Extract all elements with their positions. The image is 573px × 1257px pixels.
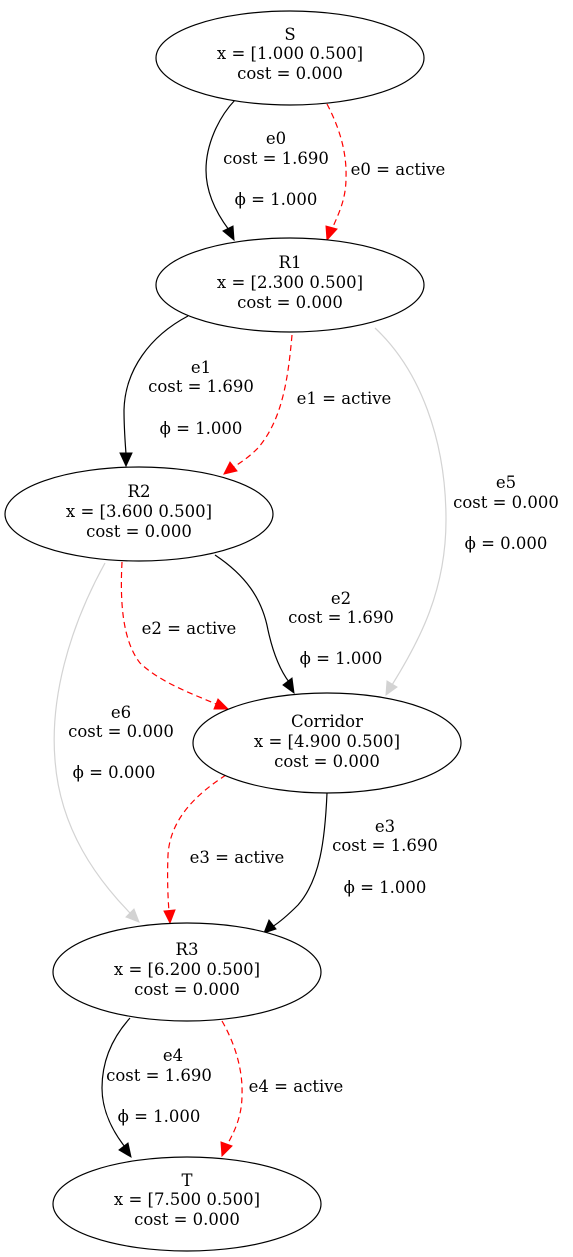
node-r3: R3 x = [6.200 0.500] cost = 0.000 — [52, 922, 322, 1022]
edge-label-e4: e4 cost = 1.690 ϕ = 1.000 — [106, 1046, 212, 1126]
node-x: x = [4.900 0.500] — [254, 732, 400, 751]
edge-name: e1 — [191, 358, 211, 377]
node-cost: cost = 0.000 — [134, 980, 240, 999]
node-title: T — [181, 1171, 192, 1190]
edge-cost: cost = 0.000 — [453, 493, 559, 512]
edge-e2-active — [120, 561, 230, 710]
edge-active-label: e3 = active — [190, 848, 285, 867]
edge-cost: cost = 0.000 — [68, 722, 174, 741]
edge-e5 — [374, 327, 447, 697]
node-r1: R1 x = [2.300 0.500] cost = 0.000 — [155, 237, 425, 333]
edge-name: e6 — [111, 703, 131, 722]
node-cost: cost = 0.000 — [274, 752, 380, 771]
edge-label-e2: e2 cost = 1.690 ϕ = 1.000 — [288, 589, 394, 668]
edge-phi: ϕ = 1.000 — [160, 419, 243, 438]
edge-e1 — [119, 315, 189, 468]
node-t: T x = [7.500 0.500] cost = 0.000 — [52, 1156, 322, 1252]
edge-cost: cost = 1.690 — [332, 836, 438, 855]
node-title: Corridor — [291, 712, 363, 731]
node-r2: R2 x = [3.600 0.500] cost = 0.000 — [4, 466, 274, 562]
edge-cost: cost = 1.690 — [288, 608, 394, 627]
edge-e6 — [53, 562, 140, 923]
edge-e4 — [101, 1017, 132, 1159]
edge-active-label: e4 = active — [249, 1077, 344, 1096]
node-cost: cost = 0.000 — [237, 64, 343, 83]
edge-phi: ϕ = 1.000 — [118, 1107, 201, 1126]
edge-active-label: e2 = active — [142, 619, 237, 638]
edge-label-e5: e5 cost = 0.000 ϕ = 0.000 — [453, 473, 559, 553]
edge-name: e5 — [496, 473, 516, 492]
edge-label-e6: e6 cost = 0.000 ϕ = 0.000 — [68, 703, 174, 782]
edge-name: e0 — [266, 129, 286, 148]
edge-phi: ϕ = 1.000 — [300, 649, 383, 668]
node-x: x = [3.600 0.500] — [66, 502, 212, 521]
edge-name: e3 — [375, 817, 395, 836]
edge-e4-active — [220, 1020, 243, 1158]
node-title: R1 — [279, 253, 302, 272]
node-x: x = [1.000 0.500] — [217, 44, 363, 63]
edge-active-label: e1 = active — [297, 389, 392, 408]
edge-e0 — [205, 99, 236, 242]
edge-label-e0: e0 cost = 1.690 ϕ = 1.000 — [223, 129, 329, 209]
edge-phi: ϕ = 0.000 — [73, 763, 156, 782]
edge-label-e3: e3 cost = 1.690 ϕ = 1.000 — [332, 817, 438, 897]
edge-phi: ϕ = 0.000 — [465, 534, 548, 553]
node-x: x = [6.200 0.500] — [114, 960, 260, 979]
node-cost: cost = 0.000 — [134, 1210, 240, 1229]
edge-e1-active — [223, 334, 293, 475]
edge-e3 — [263, 792, 328, 934]
node-s: S x = [1.000 0.500] cost = 0.000 — [155, 10, 425, 106]
edge-label-e1: e1 cost = 1.690 ϕ = 1.000 — [148, 358, 254, 438]
edge-phi: ϕ = 1.000 — [235, 190, 318, 209]
node-title: R3 — [176, 940, 199, 959]
edge-name: e2 — [331, 589, 351, 608]
node-cost: cost = 0.000 — [237, 293, 343, 312]
node-x: x = [7.500 0.500] — [114, 1190, 260, 1209]
edge-cost: cost = 1.690 — [223, 149, 329, 168]
edge-e3-active — [163, 774, 227, 925]
node-title: R2 — [128, 482, 151, 501]
node-title: S — [284, 25, 295, 44]
node-cost: cost = 0.000 — [86, 522, 192, 541]
node-corridor: Corridor x = [4.900 0.500] cost = 0.000 — [192, 692, 462, 794]
edge-name: e4 — [163, 1046, 183, 1065]
edge-cost: cost = 1.690 — [148, 377, 254, 396]
edge-e0-active — [325, 103, 347, 242]
edge-active-label: e0 = active — [351, 160, 446, 179]
edge-phi: ϕ = 1.000 — [344, 878, 427, 897]
edge-cost: cost = 1.690 — [106, 1066, 212, 1085]
node-x: x = [2.300 0.500] — [217, 273, 363, 292]
edge-e2 — [214, 554, 295, 695]
